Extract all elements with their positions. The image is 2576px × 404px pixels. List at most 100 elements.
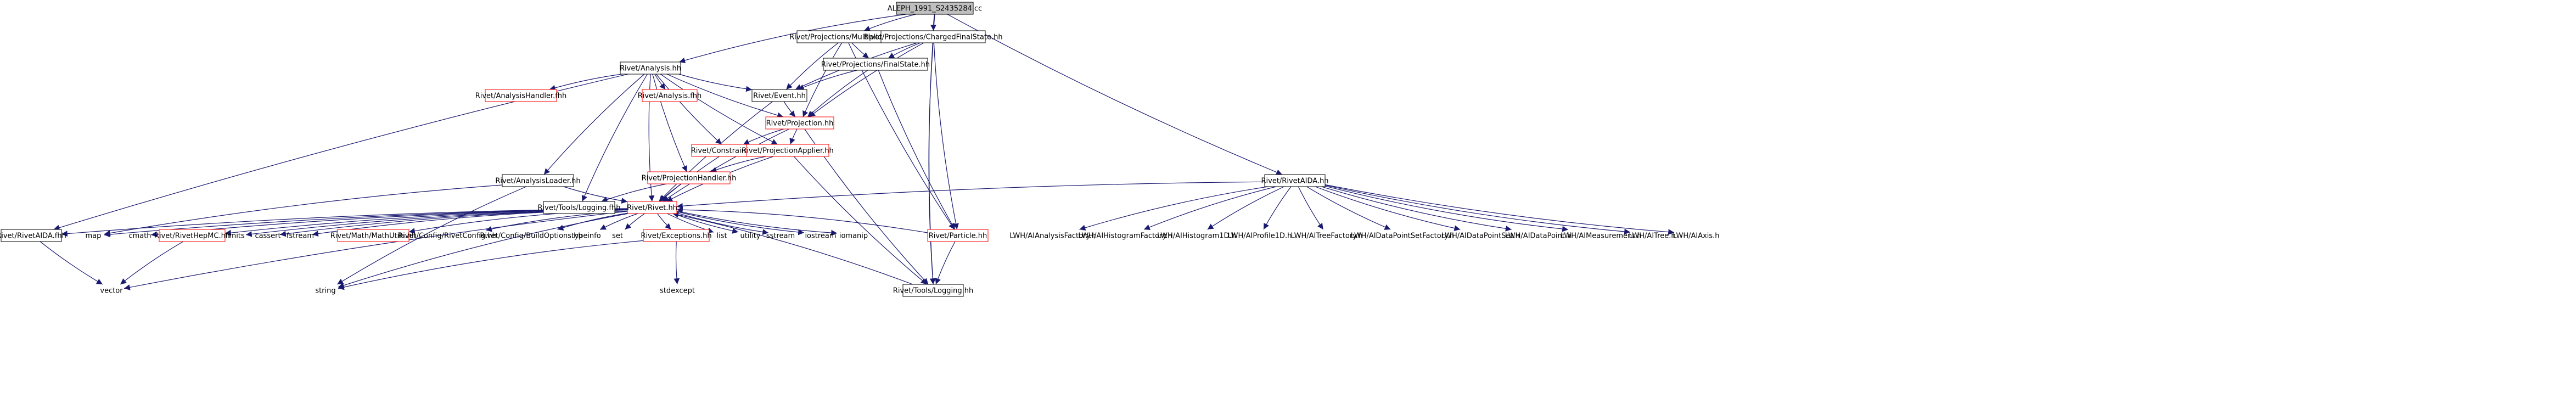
edge-rivetaida-to-lwh_measurement [1325, 186, 1569, 232]
edge-analysis-to-projectionhandler [652, 74, 687, 172]
node-toolslogging[interactable]: Rivet/Tools/Logging.hh [893, 284, 973, 297]
node-set-label: set [612, 232, 623, 240]
edge-analysis-to-projection [666, 74, 784, 119]
node-rivetaida[interactable]: Rivet/RivetAIDA.hh [1261, 174, 1329, 187]
node-chargedfs[interactable]: Rivet/Projections/ChargedFinalState.hh [863, 30, 1003, 43]
edge-rivetaida-to-lwh_analysisfactory [1079, 186, 1269, 231]
node-constraints[interactable]: Rivet/Constraints.hh [691, 144, 764, 157]
node-lwh_histogram1d-label: LWH/AIHistogram1D.h [1157, 232, 1236, 240]
node-event[interactable]: Rivet/Event.hh [751, 89, 807, 102]
edge-analysis-to-projectionapplier [660, 74, 778, 145]
node-stdexcept: stdexcept [660, 287, 695, 295]
node-set: set [612, 232, 623, 240]
node-exceptions-box [643, 229, 710, 242]
node-lwh_tree-label: LWH/AITree.h [1629, 232, 1675, 240]
node-multiplicity[interactable]: Rivet/Projections/Multiplicity.hh [789, 30, 901, 43]
edge-rivethepmc-to-vector [120, 241, 184, 285]
node-analysishandler_fhh-label: Rivet/AnalysisHandler.fhh [475, 92, 567, 100]
node-cassert-label: cassert [255, 232, 280, 240]
edge-root-to-analysis [679, 14, 906, 64]
node-lwh_analysisfactory-label: LWH/AIAnalysisFactory.h [1009, 232, 1096, 240]
node-finalstate[interactable]: Rivet/Projections/FinalState.hh [821, 58, 930, 71]
node-lwh_treefactory-label: LWH/AITreeFactory.h [1291, 232, 1363, 240]
node-typeinfo: typeinfo [571, 232, 600, 240]
node-lwh_tree: LWH/AITree.h [1629, 232, 1675, 240]
node-particle-label: Rivet/Particle.hh [929, 232, 987, 240]
edge-analysisloader-to-map [104, 184, 503, 236]
node-root-label: ALEPH_1991_S2435284.cc [888, 5, 983, 13]
node-projection[interactable]: Rivet/Projection.hh [765, 116, 834, 130]
node-analysishandler_fhh[interactable]: Rivet/AnalysisHandler.fhh [475, 89, 567, 102]
node-projectionhandler[interactable]: Rivet/ProjectionHandler.hh [642, 171, 737, 184]
edge-chargedfs-to-toolslogging [928, 42, 936, 285]
node-projectionapplier[interactable]: Rivet/ProjectionApplier.hh [742, 144, 834, 157]
edge-rivetaida-to-lwh_histogramfactory [1143, 186, 1277, 230]
node-analysis_fhh[interactable]: Rivet/Analysis.fhh [638, 89, 702, 102]
file-nodes: ALEPH_1991_S2435284.ccRivet/Projections/… [0, 2, 1720, 297]
node-sstream-label: sstream [766, 232, 795, 240]
node-projectionhandler-label: Rivet/ProjectionHandler.hh [642, 175, 737, 183]
edge-analysis-to-analysis_fhh [654, 74, 666, 90]
node-lwh_histogram1d: LWH/AIHistogram1D.h [1157, 232, 1236, 240]
node-toolslogging_fhh-label: Rivet/Tools/Logging.fhh [538, 204, 621, 212]
edge-rivet-to-string [338, 213, 628, 288]
edge-analysis-to-analysishandler_fhh [549, 74, 622, 91]
node-lwh_datapointset-label: LWH/AIDataPointSet.h [1441, 232, 1520, 240]
edge-chargedfs-to-finalstate [888, 42, 921, 59]
node-sstream: sstream [766, 232, 795, 240]
node-toolslogging-box [902, 284, 964, 297]
node-toolslogging_fhh[interactable]: Rivet/Tools/Logging.fhh [538, 201, 621, 214]
node-event-box [751, 89, 807, 102]
node-rivet-label: Rivet/Rivet.hh [627, 204, 677, 212]
node-lwh_axis-label: LWH/AIAxis.h [1673, 232, 1719, 240]
edge-chargedfs-to-projection [809, 42, 924, 117]
edge-rivet-to-iostream [676, 211, 805, 235]
node-iomanip: iomanip [839, 232, 868, 240]
node-rivetconfig: Rivet/Config/RivetConfig.hh [398, 232, 497, 240]
edge-rivetaida-to-rivet [676, 181, 1265, 209]
node-utility: utility [740, 232, 761, 240]
dependency-edges [40, 14, 1675, 290]
node-rivetaida_fhh[interactable]: Rivet/RivetAIDA.fhh [0, 229, 66, 242]
edge-root-to-rivetaida [947, 14, 1283, 175]
edge-projection-to-rivet [662, 128, 790, 202]
node-lwh_axis: LWH/AIAxis.h [1673, 232, 1719, 240]
node-typeinfo-label: typeinfo [571, 232, 600, 240]
edge-root-to-toolslogging [929, 14, 936, 285]
node-analysis_fhh-box [642, 89, 698, 102]
node-lwh_datapointset: LWH/AIDataPointSet.h [1441, 232, 1520, 240]
node-finalstate-label: Rivet/Projections/FinalState.hh [821, 61, 930, 69]
node-exceptions[interactable]: Rivet/Exceptions.hh [641, 229, 712, 242]
edge-rivet-to-typeinfo [599, 213, 638, 230]
edge-rivet-to-utility [673, 213, 739, 234]
node-chargedfs-label: Rivet/Projections/ChargedFinalState.hh [863, 33, 1002, 42]
node-analysis_fhh-label: Rivet/Analysis.fhh [638, 92, 702, 100]
node-stdexcept-label: stdexcept [660, 287, 695, 295]
edge-rivetaida-to-lwh_tree [1325, 184, 1631, 235]
node-finalstate-box [823, 58, 928, 71]
node-mathutils[interactable]: Rivet/Math/MathUtils.hh [330, 229, 416, 242]
node-analysisloader[interactable]: Rivet/AnalysisLoader.hh [495, 174, 581, 187]
node-root[interactable]: ALEPH_1991_S2435284.cc [888, 2, 983, 15]
edge-multiplicity-to-particle [848, 42, 955, 230]
edge-multiplicity-to-event [785, 42, 839, 90]
node-mathutils-label: Rivet/Math/MathUtils.hh [330, 232, 416, 240]
node-particle[interactable]: Rivet/Particle.hh [927, 229, 989, 242]
edge-rivet-to-vector [124, 211, 628, 290]
edge-finalstate-to-event [798, 70, 857, 90]
node-vector-label: vector [100, 287, 123, 295]
node-rivet[interactable]: Rivet/Rivet.hh [627, 201, 677, 214]
edge-rivet-to-exceptions [657, 213, 671, 230]
node-event-label: Rivet/Event.hh [753, 92, 806, 100]
node-iostream-label: iostream [805, 232, 836, 240]
node-rivethepmc-label: Rivet/RivetHepMC.hh [154, 232, 230, 240]
node-buildoptions-label: Rivet/Config/BuildOptions.hh [480, 232, 582, 240]
node-analysis[interactable]: Rivet/Analysis.hh [620, 61, 681, 75]
node-projectionapplier-box [746, 144, 829, 157]
node-cmath: cmath [128, 232, 151, 240]
node-rivethepmc[interactable]: Rivet/RivetHepMC.hh [154, 229, 230, 242]
edge-root-to-multiplicity [863, 14, 916, 32]
node-rivetaida-label: Rivet/RivetAIDA.hh [1261, 177, 1328, 186]
edge-rivet-to-buildoptions [557, 212, 628, 231]
